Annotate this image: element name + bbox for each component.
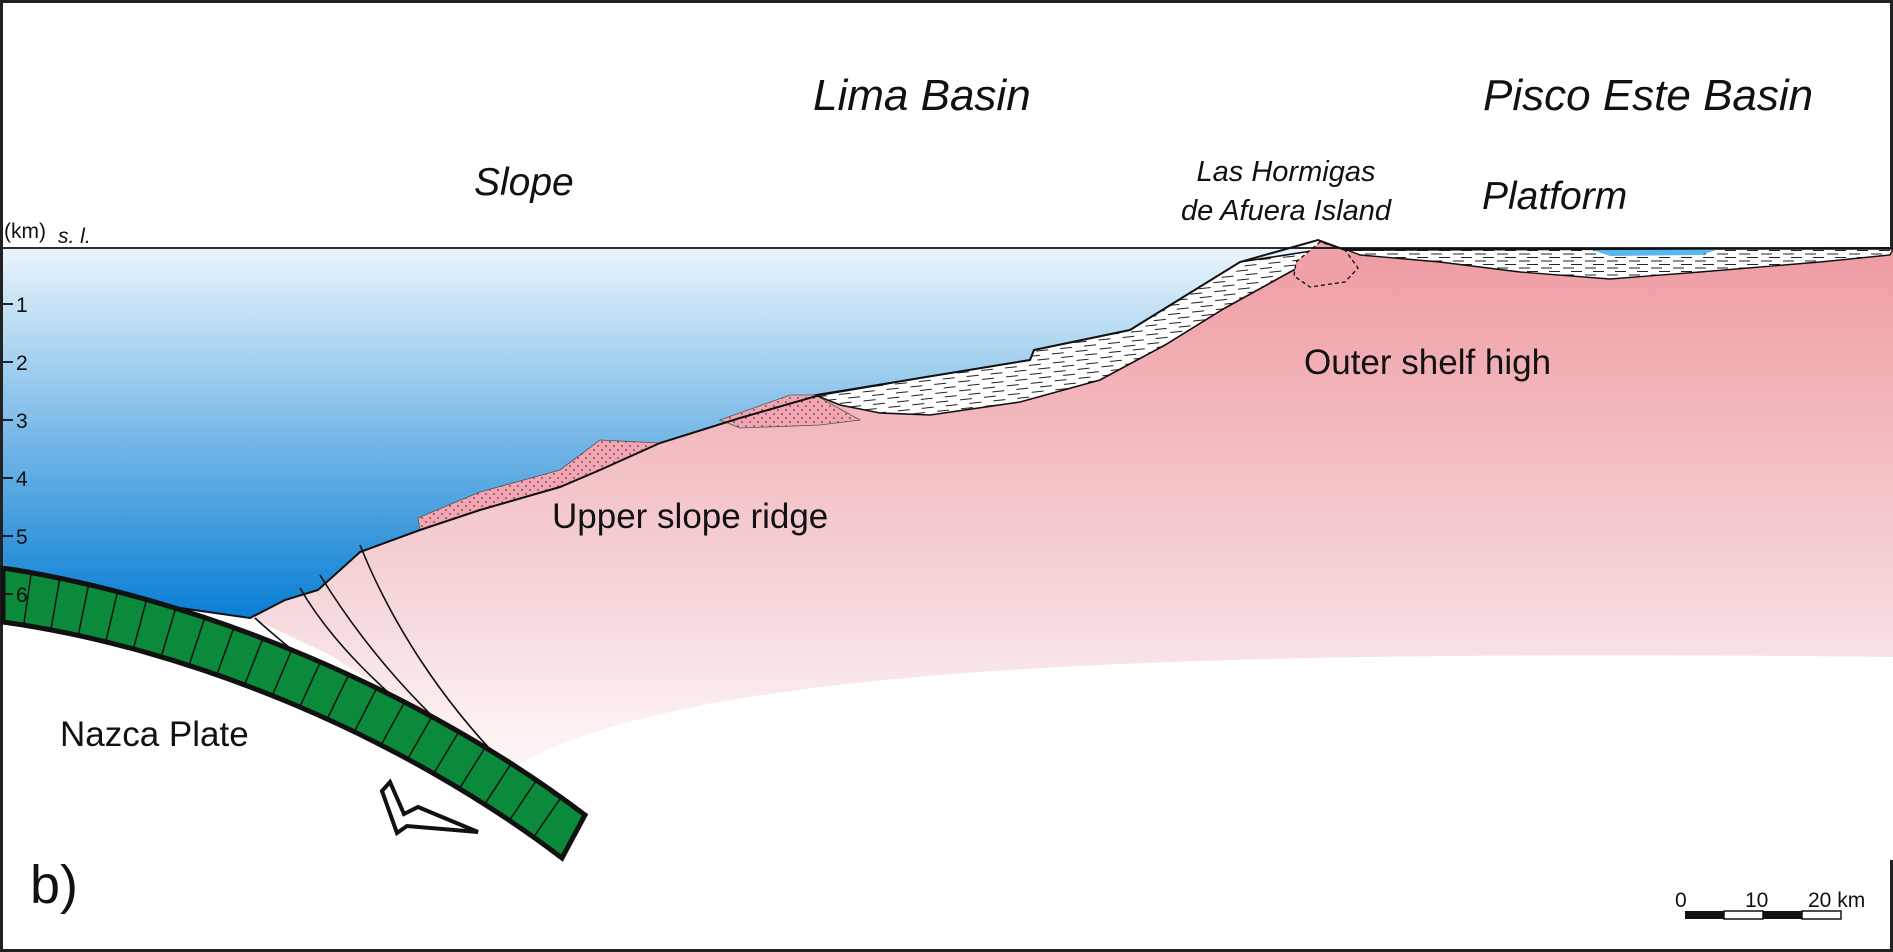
nazca-slab [0,565,589,862]
slab-segment-line [326,674,350,720]
slab-segment-line [160,608,177,657]
slab-segment-line [531,796,562,840]
scale-label-0: 0 [1675,889,1687,912]
depth-tick-label: 5 [16,526,28,549]
slab-segment-line [507,779,538,823]
depth-tick-label: 3 [16,410,28,433]
depth-tick-label: 6 [16,584,28,607]
depth-tick-label: 2 [16,352,28,375]
subduction-arrow [379,778,479,837]
sea-level-label: s. l. [58,225,91,248]
depth-axis: (km) s. l. 1 2 3 4 5 6 [3,220,91,607]
nazca-plate-label: Nazca Plate [60,715,249,754]
pisco-este-basin-label: Pisco Este Basin [1483,71,1813,120]
slab-segment-line [406,716,433,761]
ocean-water [3,248,1893,618]
slab-segment-line [432,731,460,775]
slab-segment-line [132,599,148,649]
slab-segment-line [105,591,119,642]
island-label-line2: de Afuera Island [1181,195,1392,227]
scale-label-20: 20 km [1808,889,1865,912]
slab-segment-line [353,687,378,733]
pisco-water-lens [1590,249,1720,256]
mantle-blank [510,655,1893,860]
scale-bar: 0 10 20 km [1675,889,1865,920]
outer-shelf-high-label: Outer shelf high [1304,343,1551,382]
island-label-line1: Las Hormigas [1197,156,1376,188]
platform-label: Platform [1482,175,1627,218]
slope-label: Slope [474,161,574,204]
slab-segment-line [483,763,512,806]
depth-tick-label: 1 [16,294,28,317]
slab-segment-line [298,661,321,708]
slab-segment-line [23,572,33,625]
pisco-basin-sediments [1344,248,1893,280]
slab-segment-line [77,584,90,635]
slab-segment-line [379,701,406,747]
slab-segment-line [243,638,264,686]
panel-label: b) [30,855,78,915]
depth-tick-label: 4 [16,468,28,491]
slab-segment-line [216,627,235,676]
basin-edge-dotted-sediments [718,394,862,429]
lima-basin-label: Lima Basin [813,71,1031,120]
slab-segments [23,572,562,840]
depth-unit-label: (km) [4,220,46,243]
slab-segment-line [458,746,486,791]
slab-segment-line [271,649,293,697]
slab-segment-line [50,578,61,630]
continental-crust [250,248,1893,770]
slab-segment-line [188,617,206,666]
upper-slope-ridge-label: Upper slope ridge [552,497,828,536]
scale-label-10: 10 [1745,889,1768,912]
